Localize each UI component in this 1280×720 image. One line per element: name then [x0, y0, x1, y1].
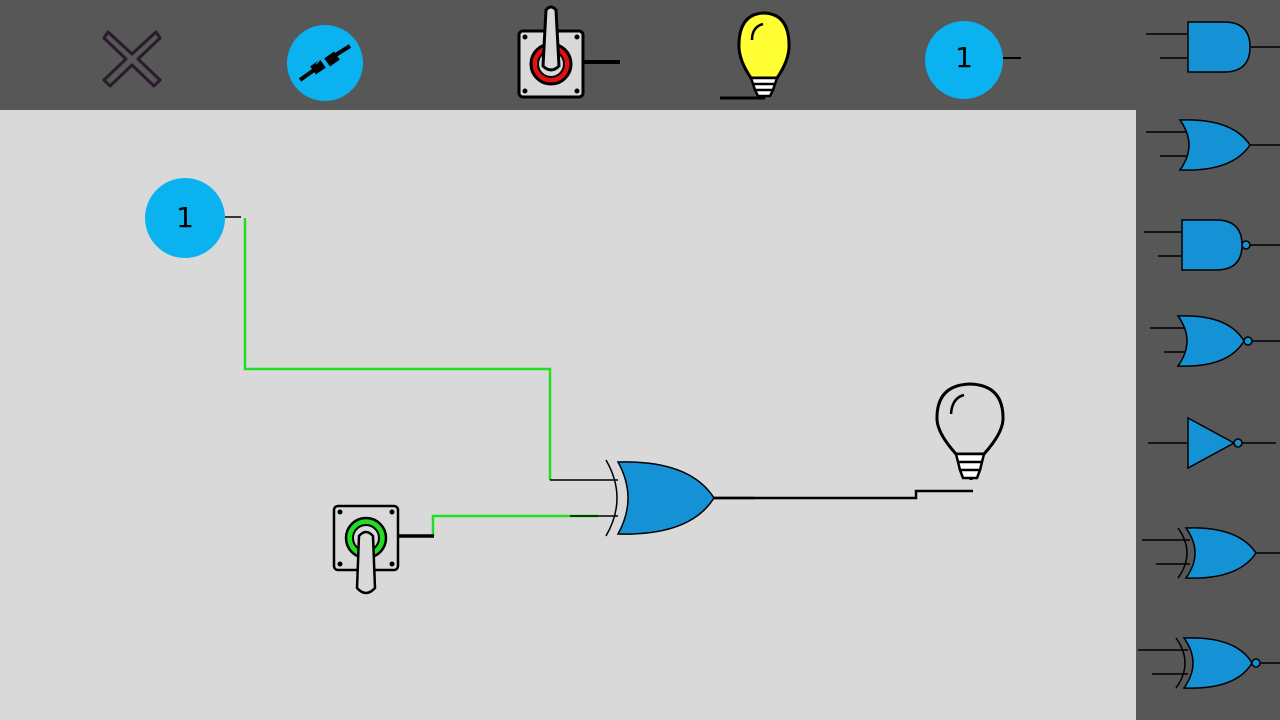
- constant-one-node-label: 1: [176, 201, 194, 234]
- constant-one-node[interactable]: 1: [145, 178, 227, 260]
- xnor-gate-button[interactable]: [1138, 636, 1280, 692]
- light-bulb-off-icon: [935, 382, 1005, 480]
- not-gate-button[interactable]: [1148, 416, 1280, 470]
- close-icon[interactable]: [98, 26, 166, 92]
- toggle-switch-node[interactable]: [332, 504, 436, 596]
- component-toolbar: 1: [0, 0, 1280, 110]
- xor-gate-button[interactable]: [1142, 526, 1280, 582]
- and-gate-button[interactable]: [1146, 20, 1280, 76]
- toggle-switch-icon: [517, 5, 620, 99]
- circuit-canvas[interactable]: 1: [0, 110, 1136, 720]
- nor-gate-button[interactable]: [1150, 314, 1280, 370]
- not-gate-icon: [1148, 416, 1276, 470]
- wire-tool-button[interactable]: [286, 24, 364, 102]
- wire-constant-to-xor[interactable]: [243, 218, 552, 480]
- and-gate-icon: [1146, 21, 1280, 73]
- nand-gate-button[interactable]: [1144, 218, 1280, 274]
- nor-gate-icon: [1150, 315, 1280, 367]
- or-gate-icon: [1146, 119, 1280, 171]
- switch-tool-button[interactable]: [516, 4, 624, 100]
- xor-gate-icon: [1142, 527, 1280, 579]
- constant-one-icon: [925, 21, 1021, 99]
- bulb-tool-button[interactable]: [718, 10, 798, 104]
- xor-gate-node[interactable]: [550, 458, 754, 538]
- wire-switch-to-xor[interactable]: [431, 514, 598, 536]
- constant-one-label: 1: [955, 41, 973, 74]
- or-gate-button[interactable]: [1146, 118, 1280, 174]
- circuit-wires: [225, 216, 973, 536]
- xnor-gate-icon: [1138, 637, 1280, 689]
- light-bulb-icon: [720, 11, 791, 100]
- nand-gate-icon: [1144, 219, 1280, 271]
- gate-palette: [1136, 110, 1280, 720]
- wire-xor-to-bulb[interactable]: [714, 489, 973, 500]
- wire-connector-icon: [287, 25, 363, 101]
- light-bulb-node[interactable]: [934, 382, 1008, 496]
- constant-one-tool-button[interactable]: 1: [924, 20, 1024, 100]
